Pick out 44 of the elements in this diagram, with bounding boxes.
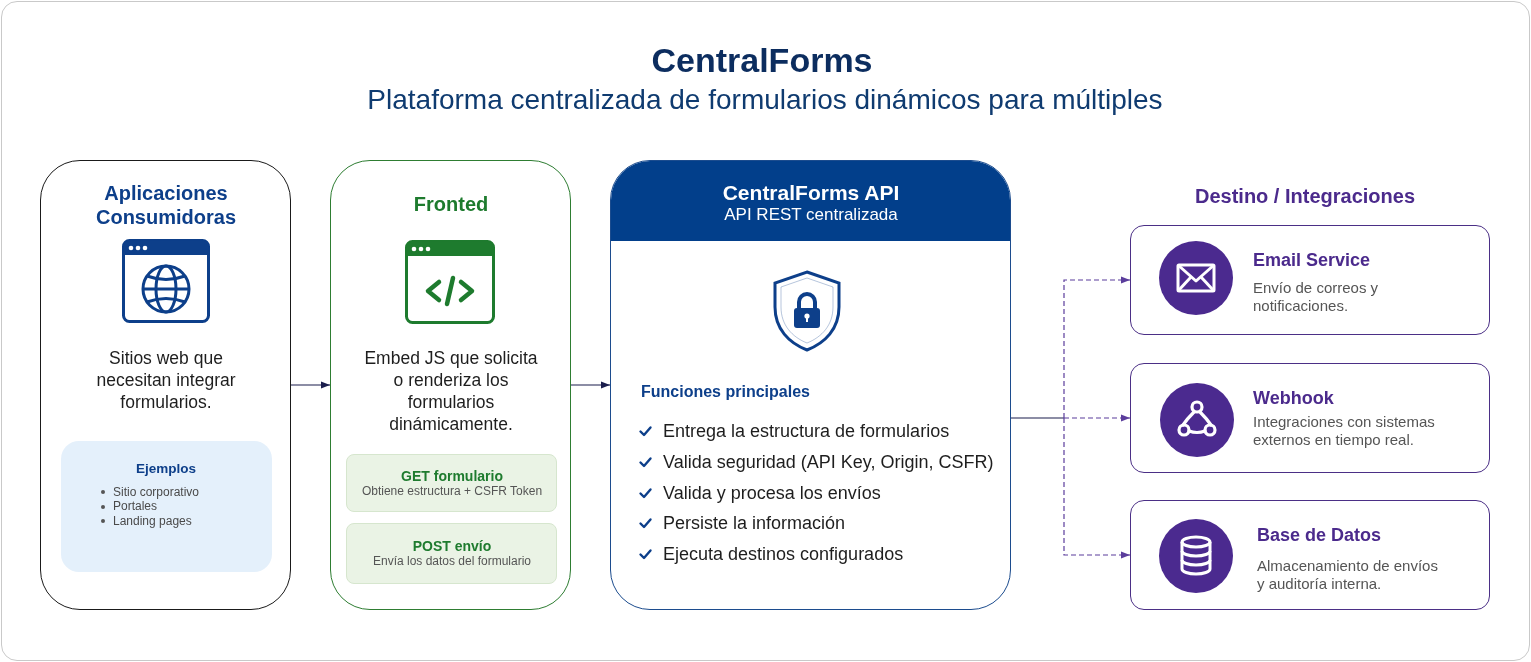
subtitle: Plataforma centralizada de formularios dinámicos para múltiples: [367, 84, 1163, 116]
panel-heading: Ejemplos: [136, 460, 196, 477]
card-description: Envío de correos y notificaciones.: [1253, 279, 1380, 315]
card: [330, 160, 571, 610]
request-box: [346, 523, 557, 584]
card-title: Aplicaciones Consumidoras: [95, 181, 237, 229]
integration-card: [1130, 500, 1490, 610]
card-title: Fronted: [413, 192, 489, 216]
feature-item: Valida y procesa los envíos: [663, 482, 881, 504]
card: [610, 160, 1011, 610]
diagram-title: CentralForms: [651, 40, 873, 80]
card-title: Base de Datos: [1257, 524, 1382, 546]
method-description: Envía los datos del formulario: [372, 554, 532, 569]
request-box: [346, 454, 557, 512]
examples-panel: [61, 441, 272, 572]
method-label: POST envío: [412, 538, 492, 554]
card-subtitle: API REST centralizada: [724, 205, 898, 225]
feature-item: Valida seguridad (API Key, Origin, CSFR): [663, 451, 994, 473]
section-heading: Destino / Integraciones: [1194, 184, 1416, 208]
dashed-arrow: [1063, 276, 1131, 419]
feature-item: Entrega la estructura de formularios: [663, 420, 950, 442]
list-item: Portales: [99, 499, 158, 514]
card-description: Embed JS que solicita o renderiza los formularios dinámicamente.: [363, 347, 539, 435]
list-item: Landing pages: [99, 513, 192, 528]
section-heading: Funciones principales: [641, 383, 810, 401]
card-description: Almacenamiento de envíos y auditoría interna.: [1257, 557, 1439, 593]
dashed-arrow: [1063, 414, 1131, 422]
card-title: CentralForms API: [722, 181, 900, 205]
feature-item: Ejecuta destinos configurados: [663, 543, 904, 565]
arrow: [570, 381, 611, 389]
list-item: Sitio corporativo: [99, 484, 200, 499]
card-title: Email Service: [1253, 249, 1371, 271]
feature-item: Persiste la información: [663, 512, 846, 534]
integration-card: [1130, 225, 1490, 335]
dashed-arrow: [1063, 417, 1131, 559]
integration-card: [1130, 363, 1490, 473]
method-label: GET formulario: [401, 468, 503, 484]
card-description: Integraciones con sistemas externos en tiempo real.: [1253, 413, 1436, 449]
method-description: Obtiene estructura + CSFR Token: [361, 484, 543, 499]
card-description: Sitios web que necesitan integrar formularios.: [95, 347, 237, 413]
card-title: Webhook: [1253, 387, 1334, 409]
card: [40, 160, 291, 610]
connector-line: [1010, 417, 1065, 419]
arrow: [290, 381, 331, 389]
